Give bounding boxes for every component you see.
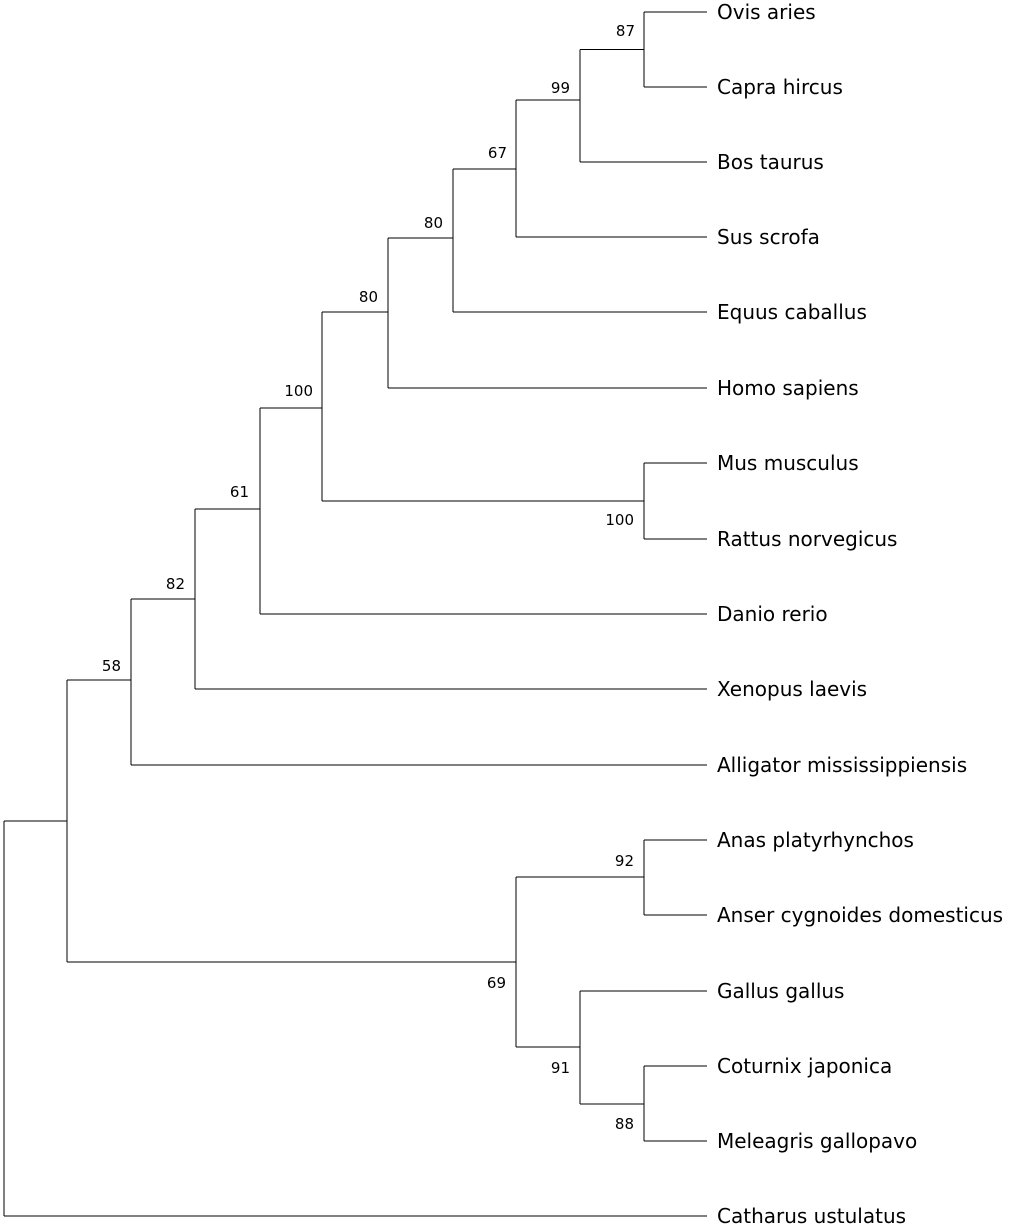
- taxon-label: Anas platyrhynchos: [717, 828, 914, 852]
- branch-anatidae: [643, 839, 707, 916]
- branch-ungulates: [452, 168, 707, 313]
- taxon-label: Bos taurus: [717, 150, 824, 174]
- support-value: 87: [616, 22, 635, 40]
- branch-ungulates-homo: [387, 237, 707, 389]
- taxon-label: Rattus norvegicus: [717, 527, 897, 551]
- support-value: 82: [166, 575, 185, 593]
- branch-mammals-alligator: [130, 598, 707, 766]
- branch-mammals: [321, 311, 644, 502]
- support-value: 100: [284, 382, 313, 400]
- taxon-label: Capra hircus: [717, 75, 843, 99]
- support-value: 61: [230, 483, 249, 501]
- support-value: 88: [615, 1115, 634, 1133]
- taxon-label: Alligator mississippiensis: [717, 753, 967, 777]
- branch-rodents: [643, 462, 707, 540]
- taxon-label: Mus musculus: [717, 451, 859, 475]
- support-value: 100: [605, 511, 634, 529]
- taxon-label: Homo sapiens: [717, 376, 859, 400]
- branch-ovis-capra-bos: [579, 48, 707, 163]
- taxon-label: Danio rerio: [717, 602, 828, 626]
- taxon-label: Sus scrofa: [717, 225, 820, 249]
- taxon-label: Catharus ustulatus: [717, 1204, 906, 1228]
- support-value: 92: [615, 852, 634, 870]
- support-value: 80: [359, 288, 378, 306]
- taxon-label: Ovis aries: [717, 0, 816, 24]
- branch-mammals-xenopus: [194, 508, 707, 690]
- branch-ovis-capra: [643, 11, 707, 88]
- support-value: 91: [551, 1059, 570, 1077]
- support-value: 58: [102, 657, 121, 675]
- branch-mammals-danio: [259, 407, 707, 615]
- taxon-label: Anser cygnoides domesticus: [717, 903, 1003, 927]
- branch-root: [3, 820, 707, 1217]
- support-value: 80: [424, 214, 443, 232]
- taxon-label: Meleagris gallopavo: [717, 1129, 917, 1153]
- support-value: 67: [488, 144, 507, 162]
- taxon-label: Gallus gallus: [717, 979, 844, 1003]
- branch-ingroup: [66, 679, 516, 963]
- branch-bovidae-sus: [515, 99, 707, 238]
- taxon-label: Xenopus laevis: [717, 677, 867, 701]
- taxon-label: Coturnix japonica: [717, 1054, 892, 1078]
- branch-coturnix-meleagris: [643, 1065, 707, 1142]
- support-value: 69: [487, 974, 506, 992]
- taxon-label: Equus caballus: [717, 300, 867, 324]
- support-value: 99: [551, 79, 570, 97]
